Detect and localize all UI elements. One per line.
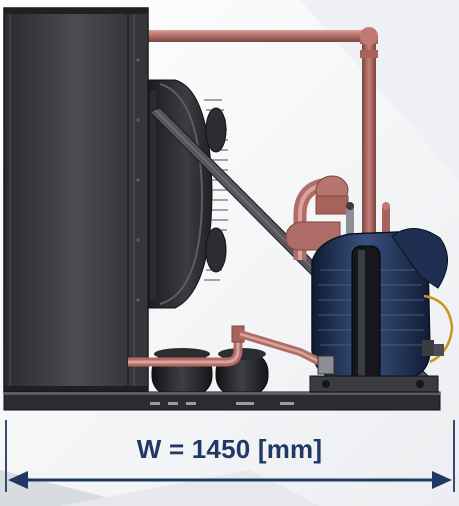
- width-dimension-arrow: [5, 420, 455, 492]
- liquid-line-pipe: [128, 325, 335, 375]
- condenser-frame: [3, 7, 149, 393]
- compressor-pipework: [285, 175, 390, 260]
- liquid-receivers: [151, 348, 269, 397]
- arrowhead-right: [432, 471, 452, 489]
- arrowhead-left: [8, 471, 28, 489]
- fan-assembly: [147, 79, 228, 309]
- width-dimension-label: W = 1450 [mm]: [136, 434, 323, 464]
- base-frame: [3, 375, 441, 411]
- upper-refrigerant-pipe: [128, 27, 378, 280]
- compressor: [311, 228, 454, 389]
